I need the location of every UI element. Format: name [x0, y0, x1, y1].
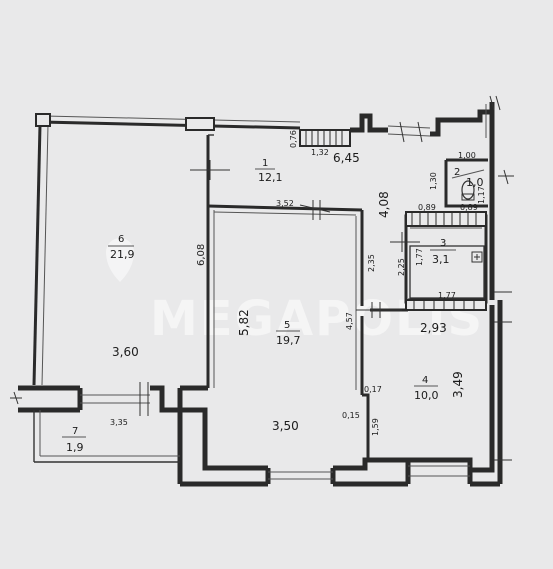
- dim-label: 4,08: [377, 191, 391, 218]
- room-6-label: 6 21,9: [108, 234, 135, 261]
- fixtures: [461, 180, 483, 263]
- dim-label: 0,89: [460, 203, 478, 212]
- room-area: 1,0: [466, 176, 484, 189]
- room-number: 1: [262, 158, 268, 169]
- room-1-label: 1 12,1: [255, 158, 283, 184]
- drain-icon: [471, 251, 483, 263]
- interior-walls: [206, 129, 488, 460]
- dim-label: 1,59: [371, 418, 380, 436]
- dim-label: 6,08: [196, 244, 207, 266]
- dim-label: 6,45: [333, 151, 360, 165]
- room-5-label: 5 19,7: [276, 320, 301, 347]
- windows: [80, 125, 470, 480]
- dim-label: 0,89: [418, 203, 436, 212]
- room-area: 21,9: [110, 248, 135, 261]
- dim-label: 3,52: [276, 199, 294, 208]
- dim-label: 1,77: [438, 291, 456, 300]
- room-3-label: 3 3,1: [430, 238, 456, 266]
- dim-label: 0,76: [289, 130, 298, 148]
- exterior-walls: [18, 102, 503, 487]
- dim-label: 5,82: [237, 309, 251, 336]
- dim-label: 3,50: [272, 419, 299, 433]
- room-7-label: 7 1,9: [62, 426, 86, 454]
- dim-label: 1,30: [429, 172, 438, 190]
- balcony: [33, 410, 180, 463]
- room-2-label: 2 1,0: [451, 167, 485, 189]
- room-number: 7: [72, 426, 78, 437]
- dim-label: 1,17: [477, 186, 486, 204]
- dim-label: 2,93: [420, 321, 447, 335]
- dimension-lines: [10, 95, 514, 461]
- room-number: 3: [440, 238, 446, 249]
- dim-label: 3,35: [110, 418, 128, 427]
- room-area: 10,0: [414, 389, 439, 402]
- room-number: 2: [454, 167, 460, 178]
- dim-label: 0,17: [364, 385, 382, 394]
- room-area: 19,7: [276, 334, 301, 347]
- room-4-label: 4 10,0: [414, 375, 439, 402]
- dim-label: 2,25: [397, 258, 406, 276]
- toilet-icon: [461, 180, 475, 200]
- room-number: 4: [422, 375, 428, 386]
- room-number: 5: [284, 320, 290, 331]
- dimension-labels: 0,76 1,32 6,45 1,00 1,30 1,17 0,89 0,89 …: [110, 130, 486, 436]
- dim-label: 3,49: [451, 371, 465, 398]
- dim-label: 2,35: [367, 254, 376, 272]
- dim-label: 1,00: [458, 151, 476, 160]
- dim-label: 4,57: [345, 312, 354, 330]
- dim-label: 3,60: [112, 345, 139, 359]
- room-area: 12,1: [258, 171, 283, 184]
- dim-label: 1,32: [311, 148, 329, 157]
- dim-label: 1,77: [415, 248, 424, 266]
- room-area: 1,9: [66, 441, 84, 454]
- watermark-logo: [106, 238, 134, 282]
- dim-label: 0,15: [342, 411, 360, 420]
- room-area: 3,1: [432, 253, 450, 266]
- room-number: 6: [118, 234, 124, 245]
- hatching: [305, 130, 477, 310]
